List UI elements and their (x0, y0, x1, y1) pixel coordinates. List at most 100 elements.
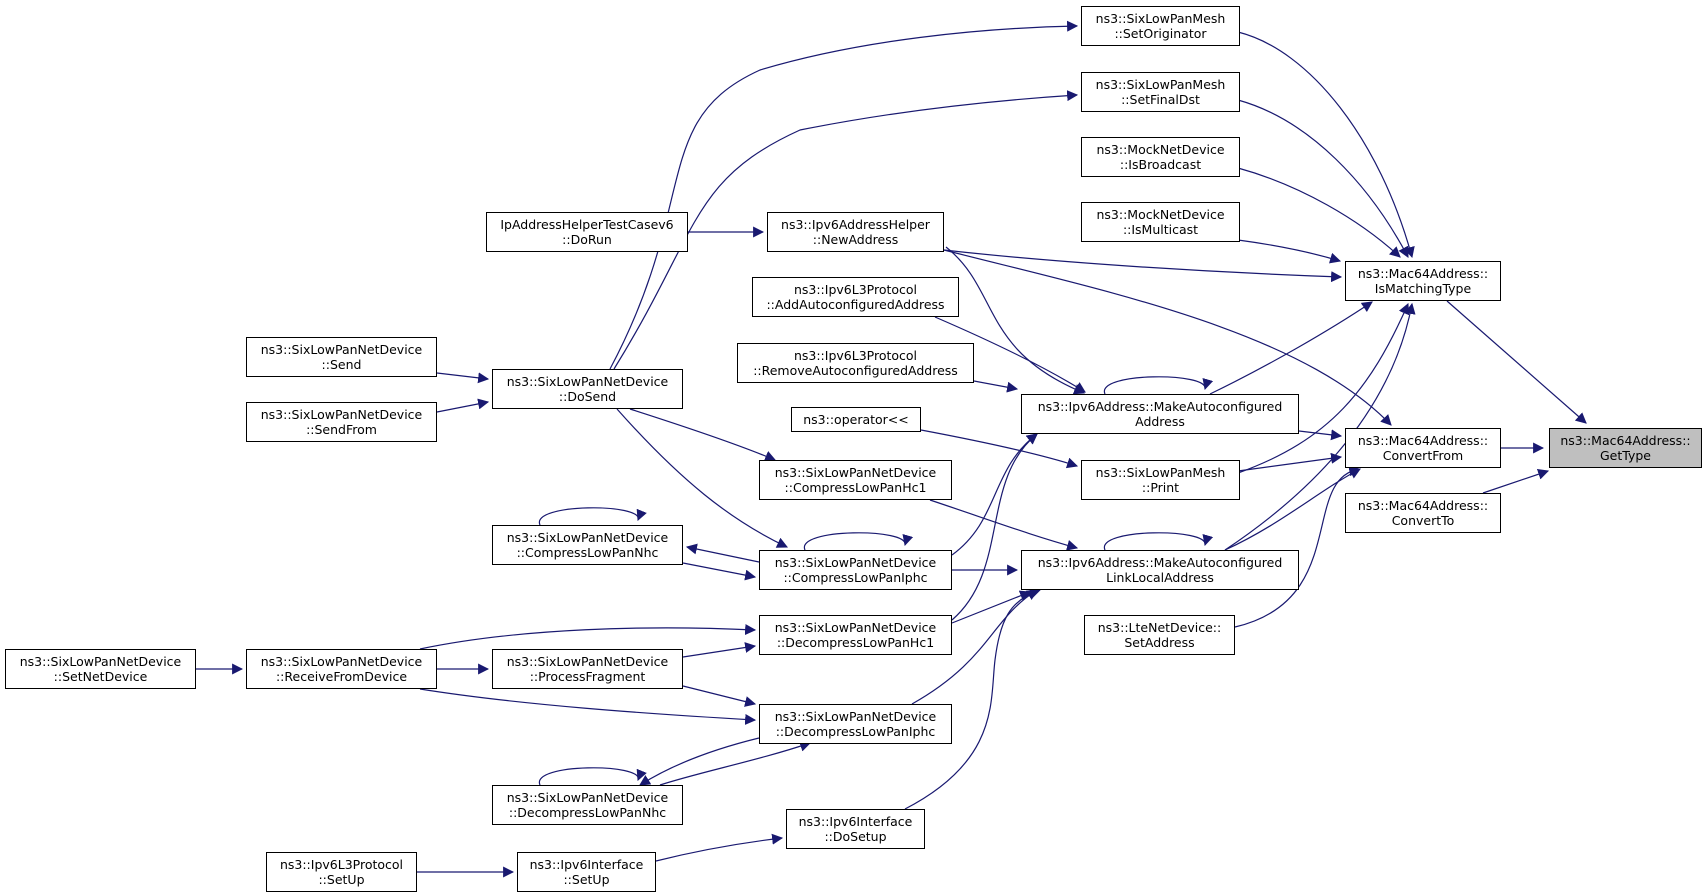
node-label-line1: ns3::Ipv6L3Protocol (793, 348, 918, 363)
node-label-line1: ns3::LteNetDevice:: (1097, 620, 1222, 635)
node-label-line2: ::SetUp (318, 872, 365, 887)
node-label-line2: ::SetFinalDst (1121, 92, 1200, 107)
node-label-line2: ::DoSetup (824, 829, 887, 844)
node-label-line2: ::IsBroadcast (1119, 157, 1202, 172)
edge-decompressHc1-makeAutoAddr (951, 433, 1038, 621)
node-label-line2: IsMatchingType (1374, 281, 1472, 296)
node-label-line1: ns3::MockNetDevice (1096, 207, 1225, 222)
node-sixlowpannetdevice-compresslowpannhc[interactable]: ns3::SixLowPanNetDevice ::CompressLowPan… (492, 525, 683, 565)
edge-send-doSend (436, 372, 490, 384)
node-label-line2: ::CompressLowPanIphc (783, 570, 928, 585)
edge-compressHc1-makeAutoLL (929, 499, 1079, 551)
edge-doSend-setOriginator (609, 20, 1079, 370)
node-label-line2: ::DecompressLowPanIphc (775, 724, 936, 739)
node-sixlowpannetdevice-decompresslowpanhc1[interactable]: ns3::SixLowPanNetDevice ::DecompressLowP… (759, 615, 952, 655)
edge-processFragment-decompressIphc (682, 685, 757, 707)
node-label-line1: IpAddressHelperTestCasev6 (500, 217, 674, 232)
edge-decompressIphc-makeAutoLL (911, 589, 1038, 705)
node-label-line1: ns3::SixLowPanNetDevice (506, 374, 669, 389)
node-label-line1: ns3::SixLowPanNetDevice (506, 790, 669, 805)
node-ipv6interface-dosetup[interactable]: ns3::Ipv6Interface ::DoSetup (786, 809, 925, 849)
node-label-line2: ::AddAutoconfiguredAddress (766, 297, 945, 312)
node-ipv6interface-setup[interactable]: ns3::Ipv6Interface ::SetUp (517, 852, 656, 892)
node-sixlowpannetdevice-decompresslowpannhc[interactable]: ns3::SixLowPanNetDevice ::DecompressLowP… (492, 785, 683, 825)
node-sixlowpanmesh-print[interactable]: ns3::SixLowPanMesh ::Print (1081, 460, 1240, 500)
node-label-line2: ::SetOriginator (1114, 26, 1207, 41)
edge-decompressNhc-self (539, 767, 647, 786)
node-sixlowpannetdevice-processfragment[interactable]: ns3::SixLowPanNetDevice ::ProcessFragmen… (492, 649, 683, 689)
node-sixlowpannetdevice-send[interactable]: ns3::SixLowPanNetDevice ::Send (246, 337, 437, 377)
node-sixlowpannetdevice-decompresslowpaniphc[interactable]: ns3::SixLowPanNetDevice ::DecompressLowP… (759, 704, 952, 744)
edge-compressIphc-compressNhc (685, 543, 760, 563)
edge-makeAutoAddr-self (1104, 376, 1214, 395)
node-sixlowpannetdevice-dosend[interactable]: ns3::SixLowPanNetDevice ::DoSend (492, 369, 683, 409)
node-label-line1: ns3::Mac64Address:: (1357, 433, 1489, 448)
node-label-line1: ns3::Ipv6L3Protocol (793, 282, 918, 297)
node-sixlowpannetdevice-setnetdevice[interactable]: ns3::SixLowPanNetDevice ::SetNetDevice (5, 649, 196, 689)
node-label-line2: GetType (1600, 448, 1651, 463)
node-ipv6address-makeautoconfiguredlinklocaladdress[interactable]: ns3::Ipv6Address::MakeAutoconfigured Lin… (1021, 550, 1299, 590)
node-label-line2: ::NewAddress (812, 232, 899, 247)
edge-doSend-compressHc1 (629, 408, 777, 462)
node-sixlowpanmesh-setoriginator[interactable]: ns3::SixLowPanMesh ::SetOriginator (1081, 6, 1240, 46)
edge-newAddress-makeAutoAddr (945, 246, 1086, 395)
node-mocknetdevice-ismulticast[interactable]: ns3::MockNetDevice ::IsMulticast (1081, 202, 1240, 242)
node-label-line2: ::IsMulticast (1122, 222, 1199, 237)
node-mac64address-ismatchingtype[interactable]: ns3::Mac64Address:: IsMatchingType (1345, 261, 1501, 301)
node-label-line1: ns3::SixLowPanNetDevice (260, 407, 423, 422)
node-ipv6addresshelper-newaddress[interactable]: ns3::Ipv6AddressHelper ::NewAddress (767, 212, 944, 252)
node-label-line1: ns3::Mac64Address:: (1357, 266, 1489, 281)
edge-setFinalDst-isMatchingType (1237, 99, 1409, 258)
edge-compressIphc-self (804, 532, 914, 551)
node-ipv6l3protocol-removeautoconfiguredaddress[interactable]: ns3::Ipv6L3Protocol ::RemoveAutoconfigur… (737, 343, 974, 383)
edge-ipv6IfaceSetUp-ipv6IfaceDoSetup (655, 833, 784, 862)
node-label-line1: ns3::SixLowPanNetDevice (506, 530, 669, 545)
node-label-line1: ns3::operator<< (803, 412, 909, 427)
node-mac64address-convertfrom[interactable]: ns3::Mac64Address:: ConvertFrom (1345, 428, 1501, 468)
node-label-line1: ns3::SixLowPanNetDevice (774, 709, 937, 724)
node-label-line1: ns3::SixLowPanNetDevice (19, 654, 182, 669)
edge-removeAuto-makeAutoAddr (973, 380, 1019, 393)
node-label-line2: ::SetUp (563, 872, 610, 887)
node-operator-stream[interactable]: ns3::operator<< (791, 407, 921, 432)
node-label-line1: ns3::Ipv6AddressHelper (781, 217, 930, 232)
node-ipv6l3protocol-setup[interactable]: ns3::Ipv6L3Protocol ::SetUp (266, 852, 417, 892)
node-label-line1: ns3::SixLowPanNetDevice (506, 654, 669, 669)
node-sixlowpannetdevice-compresslowpanhc1[interactable]: ns3::SixLowPanNetDevice ::CompressLowPan… (759, 460, 952, 500)
node-label-line1: ns3::Mac64Address:: (1357, 498, 1489, 513)
node-label-line2: ConvertFrom (1382, 448, 1464, 463)
node-label-line2: ::ReceiveFromDevice (275, 669, 408, 684)
node-label-line1: ns3::SixLowPanNetDevice (774, 555, 937, 570)
edge-compressNhc-compressIphc (682, 562, 757, 581)
node-label-line1: ns3::Ipv6L3Protocol (279, 857, 404, 872)
node-label-line1: ns3::SixLowPanNetDevice (260, 654, 423, 669)
node-mac64address-gettype[interactable]: ns3::Mac64Address:: GetType (1549, 428, 1702, 468)
node-ipv6address-makeautoconfiguredaddress[interactable]: ns3::Ipv6Address::MakeAutoconfigured Add… (1021, 394, 1299, 434)
node-label-line1: ns3::SixLowPanNetDevice (774, 465, 937, 480)
node-sixlowpannetdevice-compresslowpaniphc[interactable]: ns3::SixLowPanNetDevice ::CompressLowPan… (759, 550, 952, 590)
node-label-line1: ns3::SixLowPanMesh (1095, 465, 1226, 480)
node-sixlowpannetdevice-sendfrom[interactable]: ns3::SixLowPanNetDevice ::SendFrom (246, 402, 437, 442)
edge-decompressIphc-decompressNhc (639, 737, 760, 786)
edge-operatorLL-print (920, 429, 1079, 469)
node-sixlowpannetdevice-receivefromdevice[interactable]: ns3::SixLowPanNetDevice ::ReceiveFromDev… (246, 649, 437, 689)
edge-newAddress-isMatchingType (943, 249, 1343, 283)
node-ipaddresshelpertestcasev6-dorun[interactable]: IpAddressHelperTestCasev6 ::DoRun (486, 212, 688, 252)
node-label-line2: ::Send (321, 357, 362, 372)
edge-print-isMatchingType (1237, 302, 1410, 474)
node-label-line2: ::Print (1141, 480, 1180, 495)
edge-isMatchingType-getType (1446, 300, 1587, 424)
node-ipv6l3protocol-addautoconfiguredaddress[interactable]: ns3::Ipv6L3Protocol ::AddAutoconfiguredA… (752, 277, 959, 317)
edge-doSend-compressIphc (616, 408, 788, 548)
node-label-line2: ::RemoveAutoconfiguredAddress (753, 363, 958, 378)
node-ltenetdevice-setaddress[interactable]: ns3::LteNetDevice:: SetAddress (1084, 615, 1235, 655)
edge-addAuto-makeAutoAddr (934, 316, 1086, 393)
node-mocknetdevice-isbroadcast[interactable]: ns3::MockNetDevice ::IsBroadcast (1081, 137, 1240, 177)
edge-decompressHc1-makeAutoLL (951, 590, 1032, 624)
edge-newAddress-convertFrom (943, 249, 1392, 426)
node-sixlowpanmesh-setfinaldst[interactable]: ns3::SixLowPanMesh ::SetFinalDst (1081, 72, 1240, 112)
node-mac64address-convertto[interactable]: ns3::Mac64Address:: ConvertTo (1345, 493, 1501, 533)
edge-receiveFromDevice-decompressHc1 (419, 624, 757, 650)
edge-ipv6IfaceDoSetup-makeAutoLL (904, 587, 1042, 810)
node-label-line2: ::DoRun (562, 232, 612, 247)
